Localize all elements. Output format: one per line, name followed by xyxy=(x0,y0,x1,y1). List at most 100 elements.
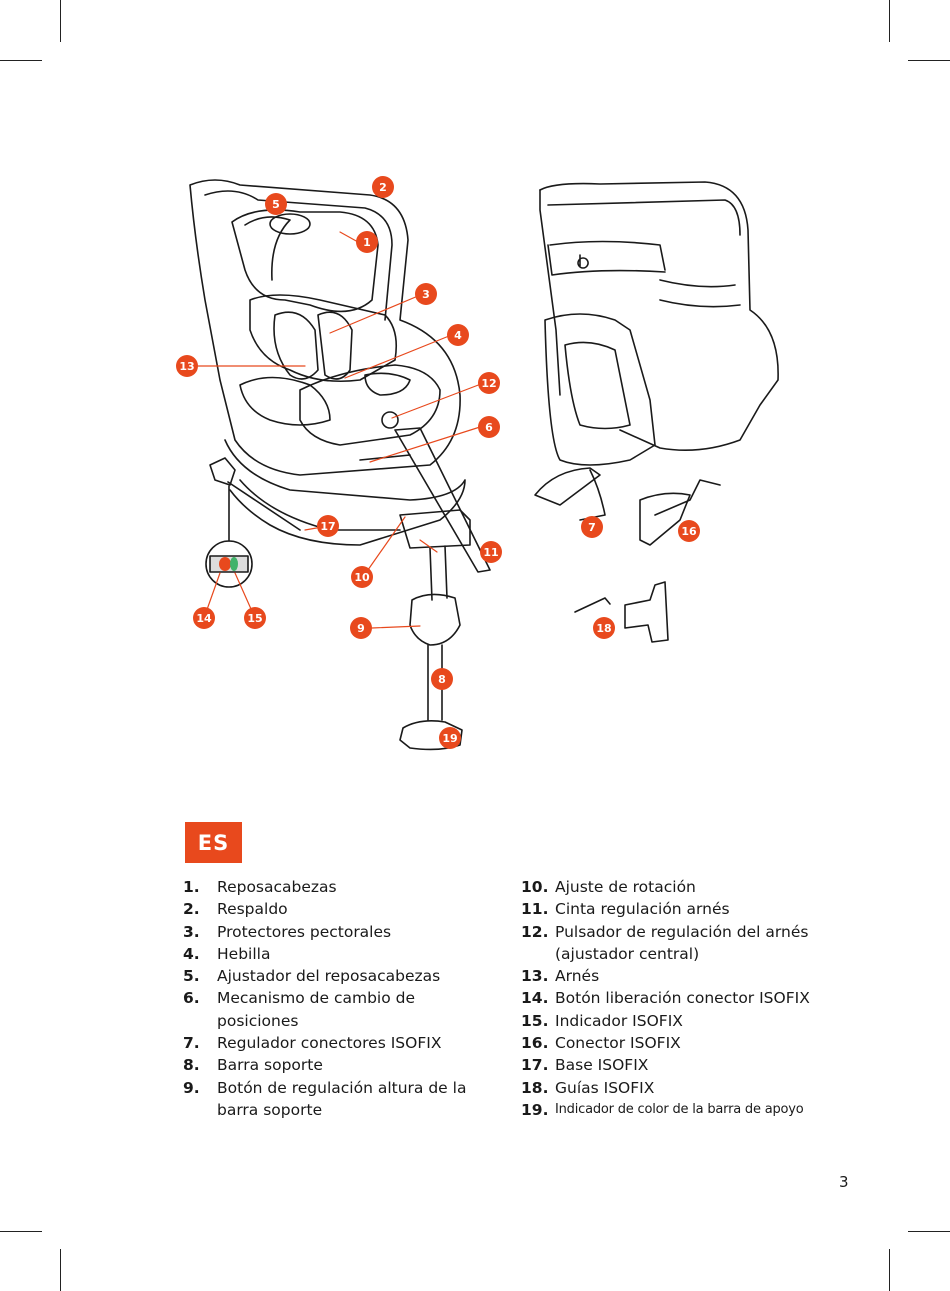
legend-item: 10. Ajuste de rotación xyxy=(521,876,851,898)
legend-text: Guías ISOFIX xyxy=(555,1078,655,1097)
legend-number: 8. xyxy=(183,1056,200,1075)
svg-text:15: 15 xyxy=(247,612,262,625)
crop-mark-top-left-h xyxy=(0,60,42,61)
callout-10: 10 xyxy=(351,566,373,588)
legend-text: Reposacabezas xyxy=(217,878,337,896)
callout-14: 14 xyxy=(193,607,215,629)
legend-number: 15. xyxy=(521,1011,549,1030)
crop-mark-top-right-h xyxy=(908,60,950,61)
legend-number: 13. xyxy=(521,967,549,986)
legend-number: 14. xyxy=(521,989,549,1008)
legend-text: Cinta regulación arnés xyxy=(555,900,730,919)
legend-text: Protectores pectorales xyxy=(217,922,392,941)
callout-6: 6 xyxy=(478,416,500,438)
legend-number: 16. xyxy=(521,1034,549,1053)
legend-text: Conector ISOFIX xyxy=(555,1034,681,1053)
svg-text:4: 4 xyxy=(454,329,462,342)
crop-mark-bottom-left-v xyxy=(60,1249,61,1291)
rear-seat-drawing xyxy=(534,181,779,643)
crop-mark-bottom-right-h xyxy=(908,1231,950,1232)
crop-mark-top-right-v xyxy=(889,0,890,42)
svg-text:12: 12 xyxy=(481,377,496,390)
legend-text: Barra soporte xyxy=(217,1056,323,1075)
legend-item: 19.Indicador de color de la barra de apo… xyxy=(521,1099,851,1121)
legend-item: 14. Botón liberación conector ISOFIX xyxy=(521,987,851,1009)
legend-item: 9.Botón de regulación altura de la barra… xyxy=(183,1077,483,1122)
svg-text:9: 9 xyxy=(357,622,365,635)
isofix-indicator-inset xyxy=(205,485,253,588)
legend-item: 8. Barra soporte xyxy=(183,1054,483,1076)
legend-number: 7. xyxy=(183,1034,200,1053)
callout-1: 1 xyxy=(356,231,378,253)
legend-item: 18. Guías ISOFIX xyxy=(521,1077,851,1099)
front-seat-drawing xyxy=(189,179,491,751)
legend-text: Botón de regulación altura de la barra s… xyxy=(217,1078,467,1119)
callout-13: 13 xyxy=(176,355,198,377)
svg-text:8: 8 xyxy=(438,673,446,686)
svg-text:18: 18 xyxy=(596,622,611,635)
legend-number: 2. xyxy=(183,900,200,919)
legend-number: 5. xyxy=(183,967,200,986)
callout-2: 2 xyxy=(372,176,394,198)
svg-text:16: 16 xyxy=(681,525,697,538)
legend-text: Respaldo xyxy=(217,900,288,919)
callout-17: 17 xyxy=(317,515,339,537)
legend-item: 2. Respaldo xyxy=(183,898,483,920)
callout-18: 18 xyxy=(593,617,615,639)
legend-item: 3. Protectores pectorales xyxy=(183,921,483,943)
callout-8: 8 xyxy=(431,668,453,690)
legend-text: Ajustador del reposacabezas xyxy=(217,967,441,986)
svg-text:14: 14 xyxy=(196,612,212,625)
language-tag: ES xyxy=(185,822,242,863)
callout-12: 12 xyxy=(478,372,500,394)
svg-text:11: 11 xyxy=(483,546,498,559)
svg-text:7: 7 xyxy=(588,521,596,534)
callout-badges: 1 2 3 4 5 6 7 8 9 10 11 12 13 14 15 16 1… xyxy=(176,176,700,749)
svg-text:17: 17 xyxy=(320,520,335,533)
legend-item: 1. Reposacabezas xyxy=(183,876,483,898)
legend-number: 17. xyxy=(521,1056,549,1075)
legend-item: 6.Mecanismo de cambio de posiciones xyxy=(183,987,483,1032)
legend-text: Ajuste de rotación xyxy=(555,878,696,896)
callout-4: 4 xyxy=(447,324,469,346)
legend-number: 3. xyxy=(183,922,200,941)
legend-right-column: 10. Ajuste de rotación 11. Cinta regulació… xyxy=(521,876,851,1121)
legend-item: 15. Indicador ISOFIX xyxy=(521,1010,851,1032)
svg-text:19: 19 xyxy=(442,732,457,745)
legend-text: Indicador ISOFIX xyxy=(555,1011,683,1030)
crop-mark-top-left-v xyxy=(60,0,61,42)
callout-5: 5 xyxy=(265,193,287,215)
car-seat-illustration: 1 2 3 4 5 6 7 8 9 10 11 12 13 14 15 16 1… xyxy=(176,176,779,751)
legend-number: 10. xyxy=(521,878,549,896)
legend-item: 12.Pulsador de regulación del arnés (aju… xyxy=(521,921,851,966)
crop-mark-bottom-right-v xyxy=(889,1249,890,1291)
callout-16: 16 xyxy=(678,520,700,542)
legend-left-column: 1. Reposacabezas 2. Respaldo 3. Protectores… xyxy=(183,876,483,1121)
legend-number: 18. xyxy=(521,1078,549,1097)
callout-3: 3 xyxy=(415,283,437,305)
svg-text:13: 13 xyxy=(179,360,194,373)
legend-item: 17. Base ISOFIX xyxy=(521,1054,851,1076)
legend-item: 11. Cinta regulación arnés xyxy=(521,898,851,920)
svg-text:5: 5 xyxy=(272,198,280,211)
legend-number: 12. xyxy=(521,922,549,941)
legend-item: 13. Arnés xyxy=(521,965,851,987)
legend-text: Base ISOFIX xyxy=(555,1056,649,1075)
legend-number: 11. xyxy=(521,900,549,919)
svg-text:3: 3 xyxy=(422,288,430,301)
legend-item: 4. Hebilla xyxy=(183,943,483,965)
svg-text:1: 1 xyxy=(363,236,371,249)
legend-text: Regulador conectores ISOFIX xyxy=(217,1034,442,1053)
legend-text: Hebilla xyxy=(217,944,271,963)
legend-item: 16. Conector ISOFIX xyxy=(521,1032,851,1054)
crop-mark-bottom-left-h xyxy=(0,1231,42,1232)
legend-item: 5. Ajustador del reposacabezas xyxy=(183,965,483,987)
svg-text:6: 6 xyxy=(485,421,493,434)
page-number: 3 xyxy=(839,1173,849,1191)
legend-number: 4. xyxy=(183,944,200,963)
legend-number: 1. xyxy=(183,878,200,896)
callout-9: 9 xyxy=(350,617,372,639)
legend-text: Botón liberación conector ISOFIX xyxy=(555,989,810,1008)
legend-text: Arnés xyxy=(555,967,600,986)
legend-text: Mecanismo de cambio de posiciones xyxy=(217,989,415,1030)
